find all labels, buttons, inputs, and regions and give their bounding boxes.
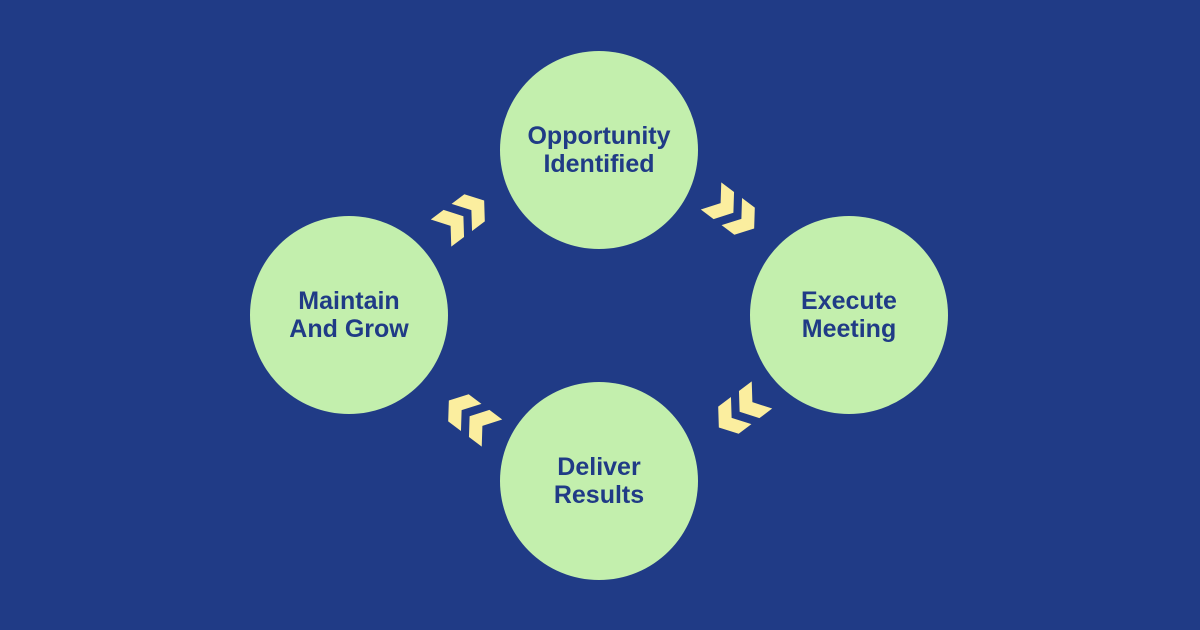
double-chevron-icon — [700, 182, 765, 243]
node-label-line-2: Meeting — [801, 315, 897, 343]
node-opportunity-identified: Opportunity Identified — [500, 51, 698, 249]
double-chevron-icon — [708, 381, 773, 442]
node-label-line-2: Results — [553, 481, 645, 509]
node-label-line-2: Identified — [543, 150, 655, 178]
node-label: Execute Meeting — [764, 287, 934, 343]
node-label-line-1: Deliver — [557, 453, 641, 481]
node-label-line-2: And Grow — [289, 315, 409, 343]
node-deliver-results: Deliver Results — [500, 382, 698, 580]
node-maintain-and-grow: Maintain And Grow — [250, 216, 448, 414]
node-label-line-1: Maintain — [298, 287, 400, 315]
node-label-line-1: Opportunity — [527, 122, 671, 150]
double-chevron-icon — [430, 186, 495, 247]
node-label-line-1: Execute — [801, 287, 897, 315]
node-label: Deliver Results — [514, 453, 684, 509]
node-label: Opportunity Identified — [514, 122, 684, 178]
node-execute-meeting: Execute Meeting — [750, 216, 948, 414]
double-chevron-icon — [438, 386, 503, 447]
node-label: Maintain And Grow — [264, 287, 434, 343]
